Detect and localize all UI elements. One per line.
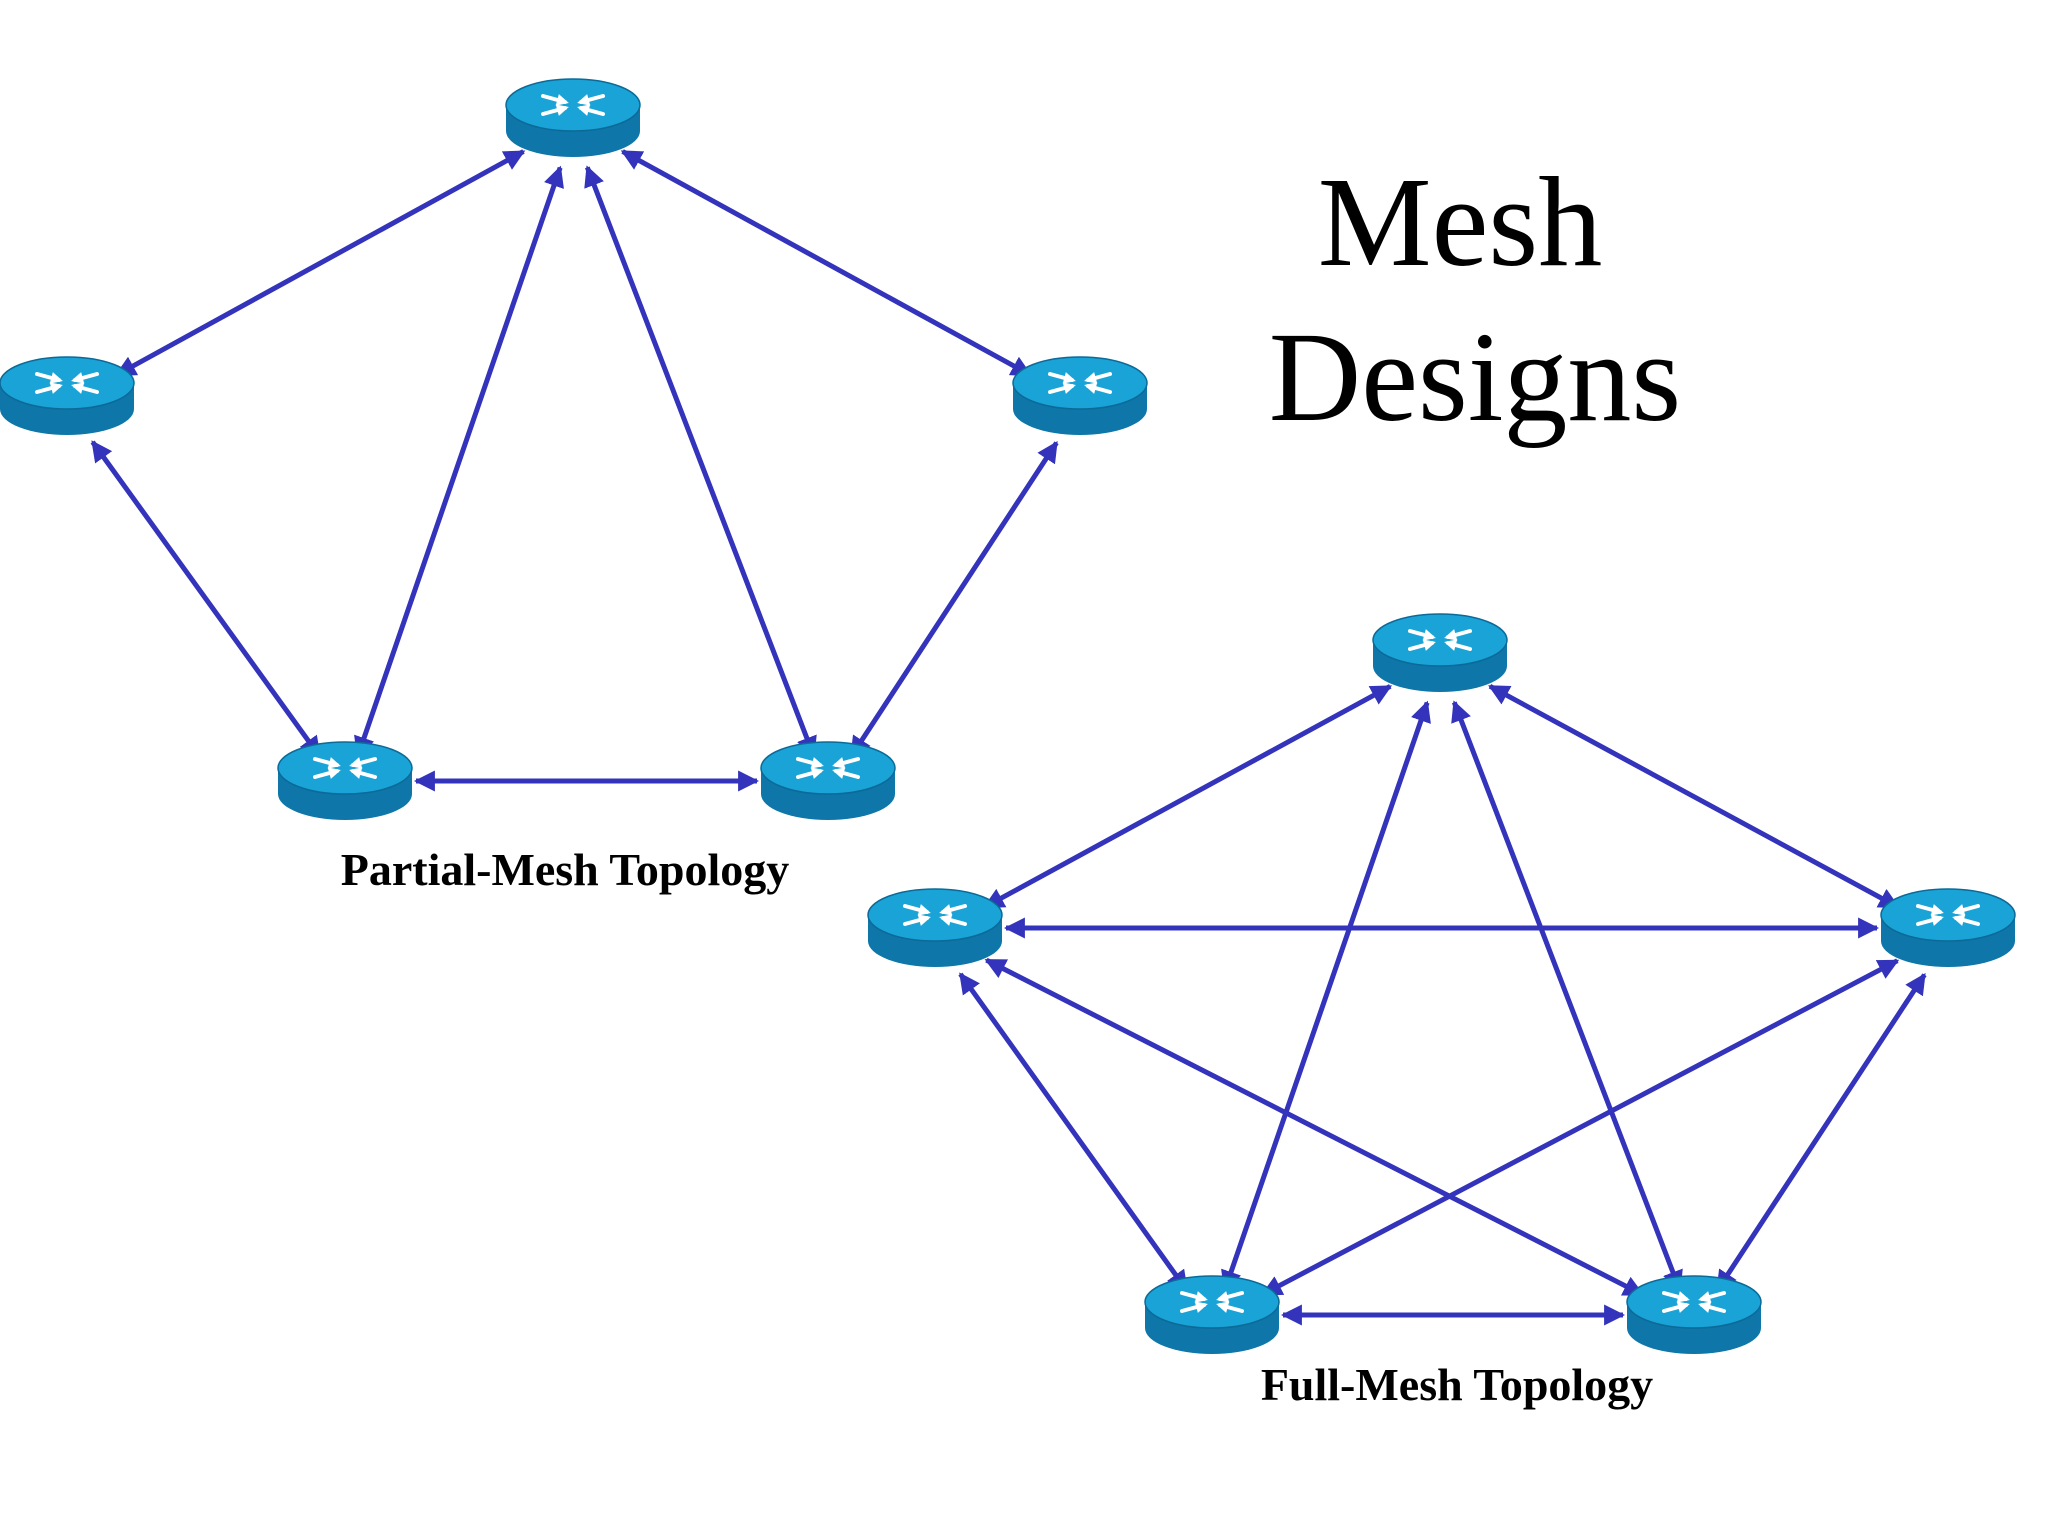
- slide-title: Mesh Designs: [1269, 151, 1681, 448]
- partial-router-bottom-left-icon: [277, 741, 413, 820]
- title-line-1: Mesh: [1318, 151, 1602, 293]
- partial-link-top-right: [620, 149, 1033, 378]
- partial-router-top-icon: [505, 78, 641, 157]
- full-link-right-bottom-right: [1715, 972, 1927, 1292]
- partial-link-left-bottom-left: [90, 440, 322, 758]
- partial-router-right-icon: [1012, 356, 1148, 435]
- full-link-top-right: [1488, 684, 1900, 910]
- partial-link-right-bottom-right: [849, 440, 1059, 758]
- full-link-right-bottom-left: [1260, 958, 1900, 1297]
- partial-router-left-icon: [0, 356, 135, 435]
- full-link-left-bottom-right: [984, 957, 1645, 1297]
- partial-mesh-caption: Partial-Mesh Topology: [341, 844, 790, 895]
- full-router-top-icon: [1372, 613, 1508, 692]
- full-link-top-left: [982, 684, 1393, 910]
- partial-mesh-diagram: Partial-Mesh Topology: [0, 78, 1148, 895]
- full-router-bottom-right-icon: [1626, 1275, 1762, 1354]
- full-mesh-diagram: Full-Mesh Topology: [867, 613, 2016, 1410]
- full-link-top-bottom-left: [1221, 700, 1431, 1292]
- partial-link-top-bottom-right: [584, 165, 817, 758]
- partial-link-top-bottom-left: [354, 165, 564, 758]
- title-line-2: Designs: [1269, 306, 1681, 448]
- partial-router-bottom-right-icon: [760, 741, 896, 820]
- full-mesh-caption: Full-Mesh Topology: [1261, 1359, 1653, 1410]
- full-link-left-bottom-left: [958, 972, 1189, 1292]
- full-link-top-bottom-right: [1451, 700, 1683, 1292]
- full-router-right-icon: [1880, 888, 2016, 967]
- partial-link-top-left: [114, 149, 526, 378]
- full-router-bottom-left-icon: [1144, 1275, 1280, 1354]
- full-router-left-icon: [867, 888, 1003, 967]
